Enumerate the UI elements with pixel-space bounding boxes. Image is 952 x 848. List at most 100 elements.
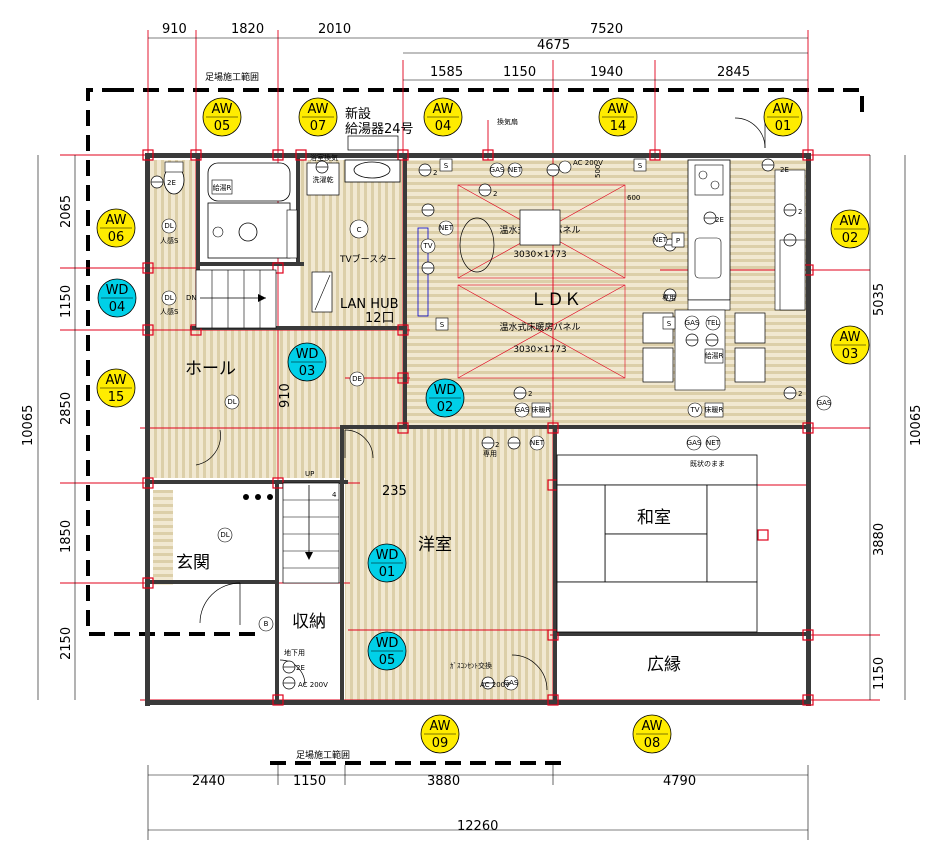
num2-label-f: 2 xyxy=(495,441,499,449)
aw-num: 09 xyxy=(432,736,449,751)
column-markers xyxy=(142,149,814,706)
aw-code: AW xyxy=(839,214,860,229)
outlet-symbol xyxy=(282,660,296,674)
e2-label-3: 2E xyxy=(715,216,724,224)
ldk-floor xyxy=(407,160,807,425)
aw-num: 03 xyxy=(842,347,859,362)
dining-set xyxy=(459,209,766,383)
bathroom: 給湯R xyxy=(207,162,298,259)
de-light: DE xyxy=(349,371,365,387)
doors xyxy=(195,117,766,691)
dim-top-2845: 2845 xyxy=(717,65,750,80)
dim-inner-235: 235 xyxy=(382,484,407,499)
stair-up-label: UP xyxy=(305,470,314,478)
num2-label-c: 2 xyxy=(798,208,802,216)
dim-bottom-3880: 3880 xyxy=(427,774,460,789)
aw-code: AW xyxy=(105,213,126,228)
toilet xyxy=(163,161,185,195)
outlet-symbol xyxy=(481,676,495,690)
dim-top-1940: 1940 xyxy=(590,65,623,80)
bracket-light: B xyxy=(258,616,274,632)
de-label: DE xyxy=(352,375,362,383)
existing-note: 既状のまま xyxy=(690,459,725,468)
human-sensor-2: 人感S xyxy=(160,307,179,316)
gas-outlet: GAS xyxy=(687,435,702,451)
outlet-symbol xyxy=(703,211,717,225)
gas-outlet: GAS xyxy=(685,315,700,331)
aw-num: 05 xyxy=(214,119,231,134)
net-outlet: NET xyxy=(652,232,668,248)
shoe-cabinet xyxy=(153,490,173,585)
dedicated-label: 専用 xyxy=(483,449,497,458)
gas-label: GAS xyxy=(685,319,700,327)
underfloor-label: 地下用 xyxy=(284,648,305,657)
e2-label-2: 2E xyxy=(780,166,789,174)
dim-top-7520: 7520 xyxy=(590,22,623,37)
switch-label: S xyxy=(444,162,449,170)
dim-bottom-2440: 2440 xyxy=(192,774,225,789)
dim-left-1150: 1150 xyxy=(59,285,74,318)
gas-outlet: GAS xyxy=(490,162,505,178)
room-ldk: ＬＤＫ xyxy=(530,290,581,310)
aw-num: 04 xyxy=(435,119,452,134)
outlet-symbol xyxy=(507,436,521,450)
panel-size-1: 3030×1773 xyxy=(513,250,566,260)
aw-marker: AW 05 xyxy=(202,97,242,137)
tel-outlet: TEL xyxy=(706,315,721,331)
tv-label: TV xyxy=(689,406,699,414)
dim-top-2010: 2010 xyxy=(318,22,351,37)
aw-code: AW xyxy=(307,102,328,117)
dim-right-5035: 5035 xyxy=(872,283,887,316)
aw-marker: AW 02 xyxy=(830,209,870,249)
num2-label-e: 2 xyxy=(798,390,802,398)
dim-top-1820: 1820 xyxy=(231,22,264,37)
wd-num: 03 xyxy=(299,364,316,379)
downlight: DL xyxy=(161,290,177,306)
wd-marker: WD 02 xyxy=(425,378,465,418)
outlet-symbol xyxy=(705,333,719,347)
dl-label: DL xyxy=(220,531,229,539)
aw-num: 15 xyxy=(108,390,125,405)
bath-vent-label: 浴室換気 xyxy=(310,153,338,162)
dim-inner-910: 910 xyxy=(278,383,293,408)
b-label: B xyxy=(264,620,269,628)
dim-left-1850: 1850 xyxy=(59,520,74,553)
tatami xyxy=(556,454,758,633)
outlet-symbol xyxy=(150,175,164,189)
dim-top-1150: 1150 xyxy=(503,65,536,80)
electrical-symbols: GAS GAS GAS GAS GAS GAS NET NET NET NET … xyxy=(150,153,832,691)
aircon-outlet: AC 200V xyxy=(480,681,510,689)
gas-tap-label: ｶﾞｽｺﾝｾﾝﾄ交換 xyxy=(450,661,492,670)
switch-symbol: S xyxy=(633,158,647,172)
outlet-symbol xyxy=(783,386,797,400)
aw-marker: AW 15 xyxy=(96,368,136,408)
water-heater-line1: 新設 xyxy=(345,106,371,122)
human-sensor-1: 人感S xyxy=(160,236,179,245)
dim-bottom-4790: 4790 xyxy=(663,774,696,789)
aw-marker: AW 09 xyxy=(420,714,460,754)
aw-code: AW xyxy=(641,719,662,734)
aw-window-markers: AW 05 AW 07 AW 04 AW 14 AW 01 AW 06 xyxy=(96,97,870,754)
outlet-symbol xyxy=(421,203,435,217)
panel-size-2: 3030×1773 xyxy=(513,345,566,355)
aw-marker: AW 07 xyxy=(298,97,338,137)
aw-marker: AW 04 xyxy=(423,97,463,137)
dl-label: DL xyxy=(227,398,236,406)
downlight: DL xyxy=(217,527,233,543)
gas-outlet: GAS xyxy=(504,675,519,691)
dim-right-3880: 3880 xyxy=(872,523,887,556)
downlight: DL xyxy=(224,394,240,410)
num2-label-d: 2 xyxy=(528,390,532,398)
wd-code: WD xyxy=(376,636,399,651)
ac-label: AC 200V xyxy=(480,681,510,689)
bath-remote: 給湯R xyxy=(705,348,724,364)
dim-bottom-1150: 1150 xyxy=(293,774,326,789)
aircon-outlet: AC 200V xyxy=(298,681,328,689)
outlet-symbol xyxy=(783,203,797,217)
wd-code: WD xyxy=(376,548,399,563)
room-japanese: 和室 xyxy=(637,508,671,528)
scaffold-boundary xyxy=(86,88,864,765)
tv-outlet: TV xyxy=(420,238,436,254)
dim-left-2065: 2065 xyxy=(59,195,74,228)
aw-code: AW xyxy=(105,373,126,388)
